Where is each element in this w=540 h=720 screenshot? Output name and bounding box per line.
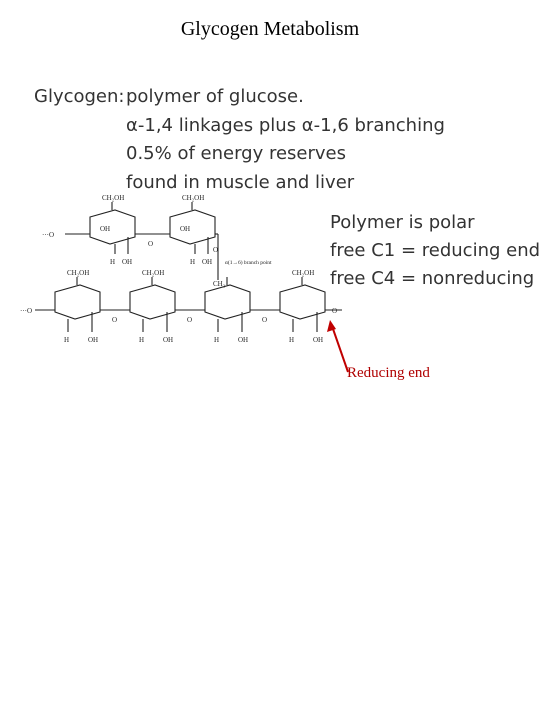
oh-label: OH bbox=[122, 258, 132, 266]
ch2oh-label: CH₂OH bbox=[102, 194, 124, 202]
oh-label: OH bbox=[100, 225, 110, 233]
chain-dots-label: ···O bbox=[20, 307, 32, 315]
definition-line: α-1,4 linkages plus α-1,6 branching bbox=[126, 114, 445, 136]
oxygen-label: O bbox=[332, 307, 337, 315]
oh-label: OH bbox=[313, 336, 323, 344]
glycogen-structure-diagram: CH₂OH CH₂OH ···O O OH OH H OH H OH α(1→6… bbox=[20, 194, 342, 344]
ch2-label: CH₂ bbox=[213, 280, 226, 288]
h-label: H bbox=[289, 336, 294, 344]
oh-label: OH bbox=[180, 225, 190, 233]
top-ring-1 bbox=[89, 209, 136, 245]
h-label: H bbox=[190, 258, 195, 266]
bottom-ring-3 bbox=[204, 284, 251, 320]
h-label: H bbox=[64, 336, 69, 344]
bottom-ring-2 bbox=[129, 284, 176, 320]
definition-label: Glycogen: bbox=[34, 86, 125, 107]
h-label: H bbox=[110, 258, 115, 266]
oxygen-label: O bbox=[112, 316, 117, 324]
definition-line: polymer of glucose. bbox=[126, 86, 304, 107]
property-line: free C1 = reducing end bbox=[330, 240, 540, 261]
bottom-ring-4 bbox=[279, 284, 326, 320]
ch2oh-label: CH₂OH bbox=[292, 269, 314, 277]
property-line: Polymer is polar bbox=[330, 212, 475, 233]
oxygen-label: O bbox=[213, 246, 218, 254]
branch-point-label: α(1→6) branch point bbox=[225, 259, 272, 266]
page-title: Glycogen Metabolism bbox=[180, 18, 360, 40]
ch2oh-label: CH₂OH bbox=[182, 194, 204, 202]
definition-line: 0.5% of energy reserves bbox=[126, 143, 346, 164]
chain-dots-label: ···O bbox=[42, 231, 54, 239]
definition-list: polymer of glucose. α-1,4 linkages plus … bbox=[126, 86, 445, 200]
ch2oh-label: CH₂OH bbox=[67, 269, 89, 277]
oxygen-label: O bbox=[148, 240, 153, 248]
reducing-end-arrow bbox=[327, 320, 349, 373]
oh-label: OH bbox=[202, 258, 212, 266]
polymer-properties: Polymer is polar free C1 = reducing end … bbox=[330, 212, 540, 296]
reducing-end-label: Reducing end bbox=[347, 365, 430, 381]
h-label: H bbox=[139, 336, 144, 344]
oxygen-label: O bbox=[187, 316, 192, 324]
ch2oh-label: CH₂OH bbox=[142, 269, 164, 277]
oxygen-label: O bbox=[262, 316, 267, 324]
slide-image: Glycogen: polymer of glucose. α-1,4 link… bbox=[20, 62, 540, 402]
property-line: free C4 = nonreducing bbox=[330, 268, 535, 289]
oh-label: OH bbox=[163, 336, 173, 344]
h-label: H bbox=[214, 336, 219, 344]
oh-label: OH bbox=[88, 336, 98, 344]
oh-label: OH bbox=[238, 336, 248, 344]
top-ring-2 bbox=[169, 209, 216, 245]
definition-line: found in muscle and liver bbox=[126, 171, 355, 193]
bottom-ring-1 bbox=[54, 284, 101, 320]
